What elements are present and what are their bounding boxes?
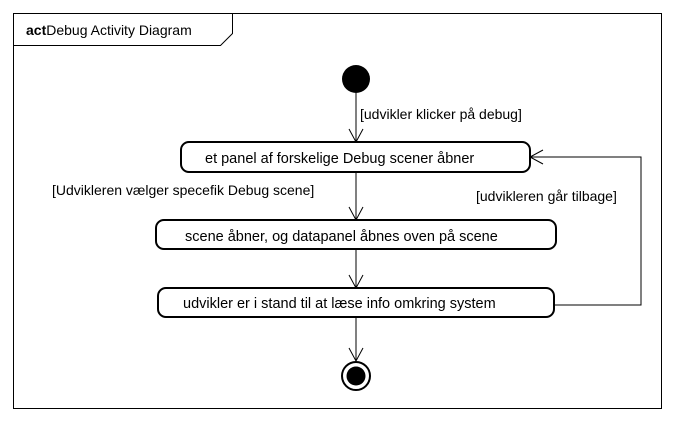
frame-keyword: act [26,22,47,38]
diagram-frame [13,13,662,409]
final-node [341,361,371,391]
initial-node [342,65,370,93]
guard-click-debug: [udvikler klicker på debug] [360,106,522,122]
flow-loop-back-to-panel [530,156,642,306]
frame-header: actDebug Activity Diagram [26,22,192,38]
action-scene-opens-label: scene åbner, og datapanel åbnes oven på … [185,229,498,245]
action-panel-opens-label: et panel af forskelige Debug scener åbne… [205,151,474,167]
frame-title: Debug Activity Diagram [46,22,192,38]
flow-loop-back-arrowhead [528,149,544,165]
frame-name-tab [13,13,233,46]
guard-go-back: [udvikleren går tilbage] [476,188,617,204]
guard-choose-scene: [Udvikleren vælger specefik Debug scene] [52,182,314,198]
action-read-info-label: udvikler er i stand til at læse info omk… [183,296,496,312]
